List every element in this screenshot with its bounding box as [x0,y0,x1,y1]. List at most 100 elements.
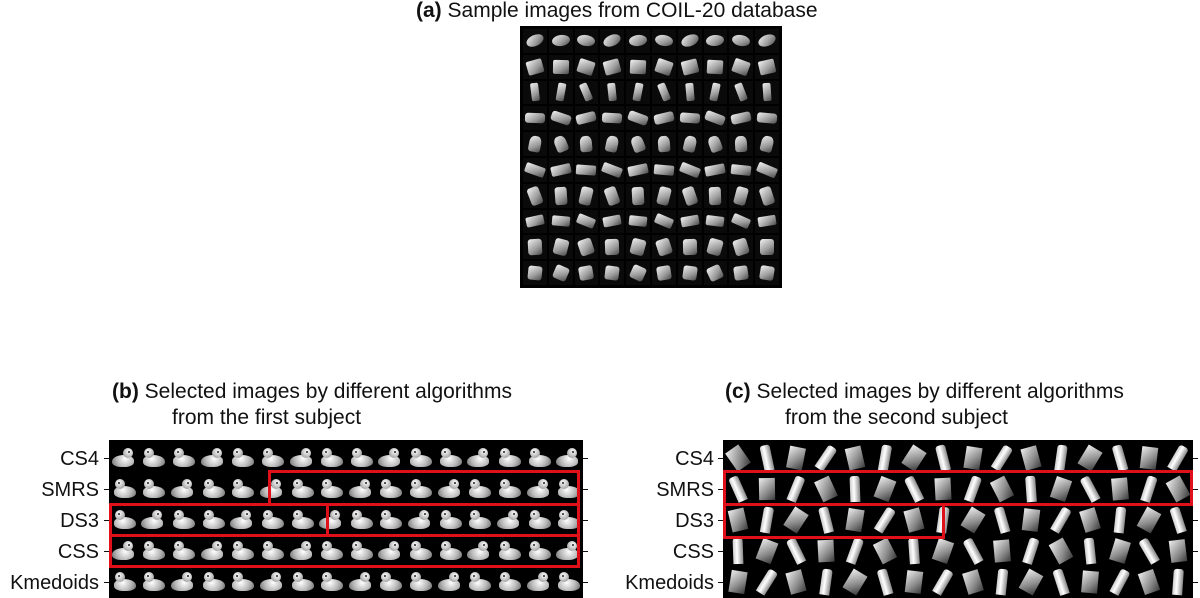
selected-image [752,504,781,535]
sample-thumbnail [677,106,702,131]
selected-image [929,473,958,504]
sample-thumbnail [548,261,573,285]
sample-thumbnail [626,106,650,131]
sample-thumbnail [600,132,625,156]
block-icon [1025,475,1038,502]
axis-tick [104,458,109,459]
axis-tick [583,520,588,521]
selected-image [1046,473,1075,504]
duck-icon [438,509,462,530]
axis-tick [718,551,723,552]
selected-image [1134,473,1163,504]
sample-thumbnail [548,54,573,79]
selected-image [376,535,406,566]
block-icon [932,537,955,564]
object-image-icon [577,237,596,258]
panel-b-label-kmedoids: Kmedoids [10,572,99,594]
selected-image [782,442,811,473]
duck-icon [111,540,136,561]
block-icon [758,477,776,500]
block-icon [1049,475,1072,502]
object-image-icon [551,237,570,257]
object-image-icon [681,185,699,207]
block-icon [732,537,744,564]
object-image-icon [734,82,749,103]
block-icon [1169,505,1188,534]
sample-thumbnail [574,209,599,234]
selected-image [435,535,465,566]
selected-image [987,535,1016,566]
selected-image [811,442,840,473]
selected-image [435,473,465,504]
axis-tick [1193,551,1198,552]
object-image-icon [629,59,647,74]
duck-icon [259,571,284,592]
axis-tick [104,582,109,583]
sample-thumbnail [626,54,650,79]
block-icon [1081,569,1100,594]
object-image-icon [680,57,700,76]
object-image-icon [627,162,649,177]
sample-thumbnail [703,80,728,105]
object-image-icon [527,135,543,154]
sample-thumbnail [755,209,779,234]
duck-icon [467,540,491,561]
selected-image [316,535,346,566]
object-image-icon [549,162,572,178]
selected-image [405,535,435,566]
object-image-icon [731,33,752,49]
selected-image [376,442,406,473]
selected-image [1017,504,1046,535]
block-icon [724,443,751,472]
selected-image [899,442,928,473]
object-image-icon [551,34,571,48]
selected-image [841,535,870,566]
selected-image [257,473,287,504]
caption-b: (b) Selected images by different algorit… [112,379,512,431]
selected-image [870,535,899,566]
sample-thumbnail [651,261,676,285]
duck-icon [349,509,373,530]
object-image-icon [706,237,725,257]
selected-image [465,566,495,597]
block-icon [1167,443,1190,472]
duck-icon [349,447,373,468]
duck-icon [230,478,255,499]
duck-icon [141,540,166,561]
object-image-icon [756,32,778,50]
selected-image [782,504,811,535]
panel-b-label-css: CSS [57,541,99,563]
duck-icon [141,447,166,468]
duck-icon [527,540,551,561]
duck-icon [112,509,136,530]
sample-thumbnail [600,183,625,208]
sample-thumbnail [523,54,547,79]
duck-icon [259,478,284,499]
selected-image [109,535,139,566]
object-image-icon [762,83,772,102]
selected-image [109,504,139,535]
duck-icon [141,478,166,499]
block-icon [786,445,807,470]
duck-icon [556,447,580,468]
object-image-icon [549,110,572,127]
selected-image [1164,504,1193,535]
selected-image [1105,504,1134,535]
block-icon [1079,506,1102,533]
object-image-icon [705,215,726,228]
duck-icon [260,509,284,530]
sample-thumbnail [574,132,599,156]
block-icon [1169,538,1188,563]
block-icon [932,567,955,596]
block-icon [1172,568,1185,595]
sample-thumbnail [703,132,728,156]
selected-image [929,535,958,566]
sample-thumbnail [548,29,573,53]
selected-image [782,473,811,504]
selected-image [1046,535,1075,566]
object-image-icon [607,83,618,102]
block-icon [1137,568,1161,595]
object-image-icon [654,33,674,48]
selected-image [405,473,435,504]
object-image-icon [552,134,570,154]
